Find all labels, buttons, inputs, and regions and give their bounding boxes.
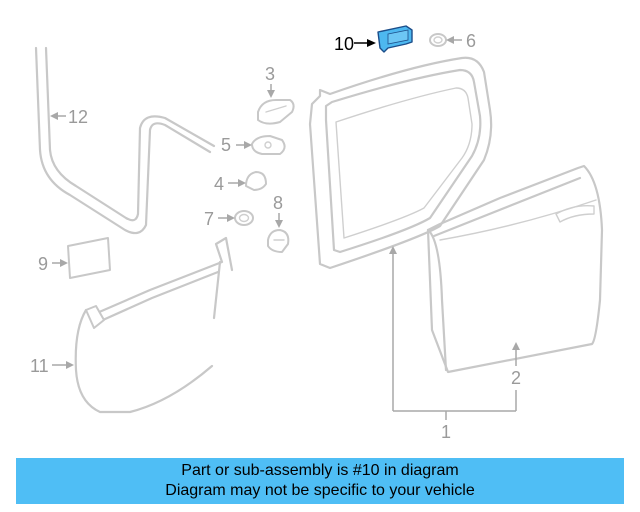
part-7-grommet[interactable] xyxy=(234,210,254,226)
part-6-grommet[interactable] xyxy=(429,33,447,47)
callout-4[interactable]: 4 xyxy=(214,174,246,194)
callout-5-label: 5 xyxy=(221,135,231,155)
callout-4-label: 4 xyxy=(214,174,224,194)
callout-1[interactable]: 1 xyxy=(389,246,517,442)
info-banner: Part or sub-assembly is #10 in diagram D… xyxy=(16,458,624,504)
part-8-clip[interactable] xyxy=(267,229,290,253)
part-12-weatherstrip[interactable] xyxy=(34,46,216,235)
callout-12[interactable]: 12 xyxy=(50,107,88,127)
callout-10[interactable]: 10 xyxy=(334,34,376,54)
callout-9[interactable]: 9 xyxy=(38,254,68,274)
callout-6[interactable]: 6 xyxy=(446,31,476,51)
callout-3-label: 3 xyxy=(265,64,275,84)
callout-10-label: 10 xyxy=(334,34,354,54)
parts-diagram: 10 6 3 5 4 7 8 9 11 xyxy=(30,25,604,442)
callout-1-label: 1 xyxy=(441,422,451,442)
callout-8-label: 8 xyxy=(273,193,283,213)
callout-9-label: 9 xyxy=(38,254,48,274)
part-9-pad[interactable] xyxy=(67,237,111,279)
callout-3[interactable]: 3 xyxy=(265,64,275,98)
banner-line-1: Part or sub-assembly is #10 in diagram xyxy=(181,462,459,479)
callout-2-label: 2 xyxy=(511,368,521,388)
callout-11[interactable]: 11 xyxy=(30,356,74,376)
callout-7[interactable]: 7 xyxy=(204,209,235,229)
part-3-mirror-seal[interactable] xyxy=(257,99,295,125)
part-11-opening-seal[interactable] xyxy=(74,236,234,414)
callout-7-label: 7 xyxy=(204,209,214,229)
part-4-plug[interactable] xyxy=(245,171,267,191)
callout-6-label: 6 xyxy=(466,31,476,51)
callout-8[interactable]: 8 xyxy=(273,193,283,228)
part-10-highlighted[interactable] xyxy=(377,25,413,53)
part-2-door-panel[interactable] xyxy=(426,164,604,374)
callout-5[interactable]: 5 xyxy=(221,135,252,155)
callout-12-label: 12 xyxy=(68,107,88,127)
part-window-frame[interactable] xyxy=(308,56,493,270)
banner-line-2: Diagram may not be specific to your vehi… xyxy=(165,482,475,499)
callout-2[interactable]: 2 xyxy=(511,342,521,388)
part-5-bracket[interactable] xyxy=(251,135,286,155)
callout-11-label: 11 xyxy=(30,356,49,376)
